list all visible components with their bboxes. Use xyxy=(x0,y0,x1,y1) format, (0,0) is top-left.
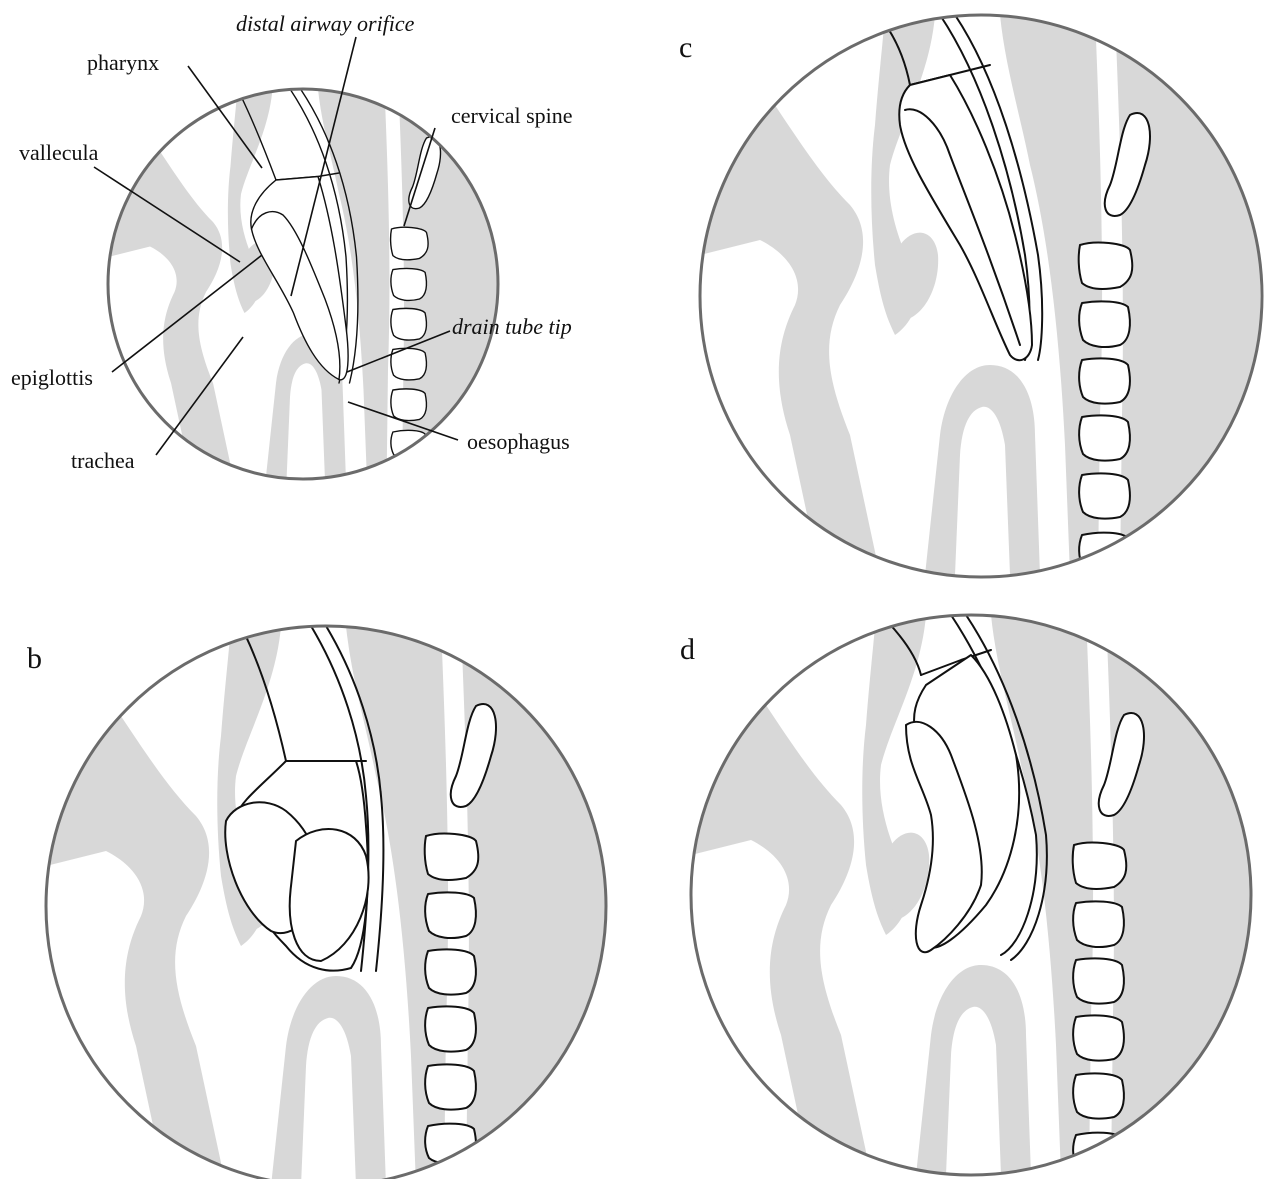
label-trachea: trachea xyxy=(71,448,135,473)
panel-c: c xyxy=(679,15,1262,577)
label-drain-tube-tip: drain tube tip xyxy=(452,314,572,339)
panel-letter-c: c xyxy=(679,31,692,64)
panel-letter-b: b xyxy=(27,642,42,675)
panel-d: d xyxy=(680,615,1251,1175)
panel-letter-d: d xyxy=(680,633,695,666)
panel-a: distal airway orifice pharynx cervical s… xyxy=(11,11,573,481)
panel-b: b xyxy=(27,626,606,1179)
label-pharynx: pharynx xyxy=(87,50,159,75)
label-vallecula: vallecula xyxy=(19,140,99,165)
label-epiglottis: epiglottis xyxy=(11,365,93,390)
label-cervical-spine: cervical spine xyxy=(451,103,573,128)
label-oesophagus: oesophagus xyxy=(467,429,570,454)
label-distal-airway-orifice: distal airway orifice xyxy=(236,11,415,36)
